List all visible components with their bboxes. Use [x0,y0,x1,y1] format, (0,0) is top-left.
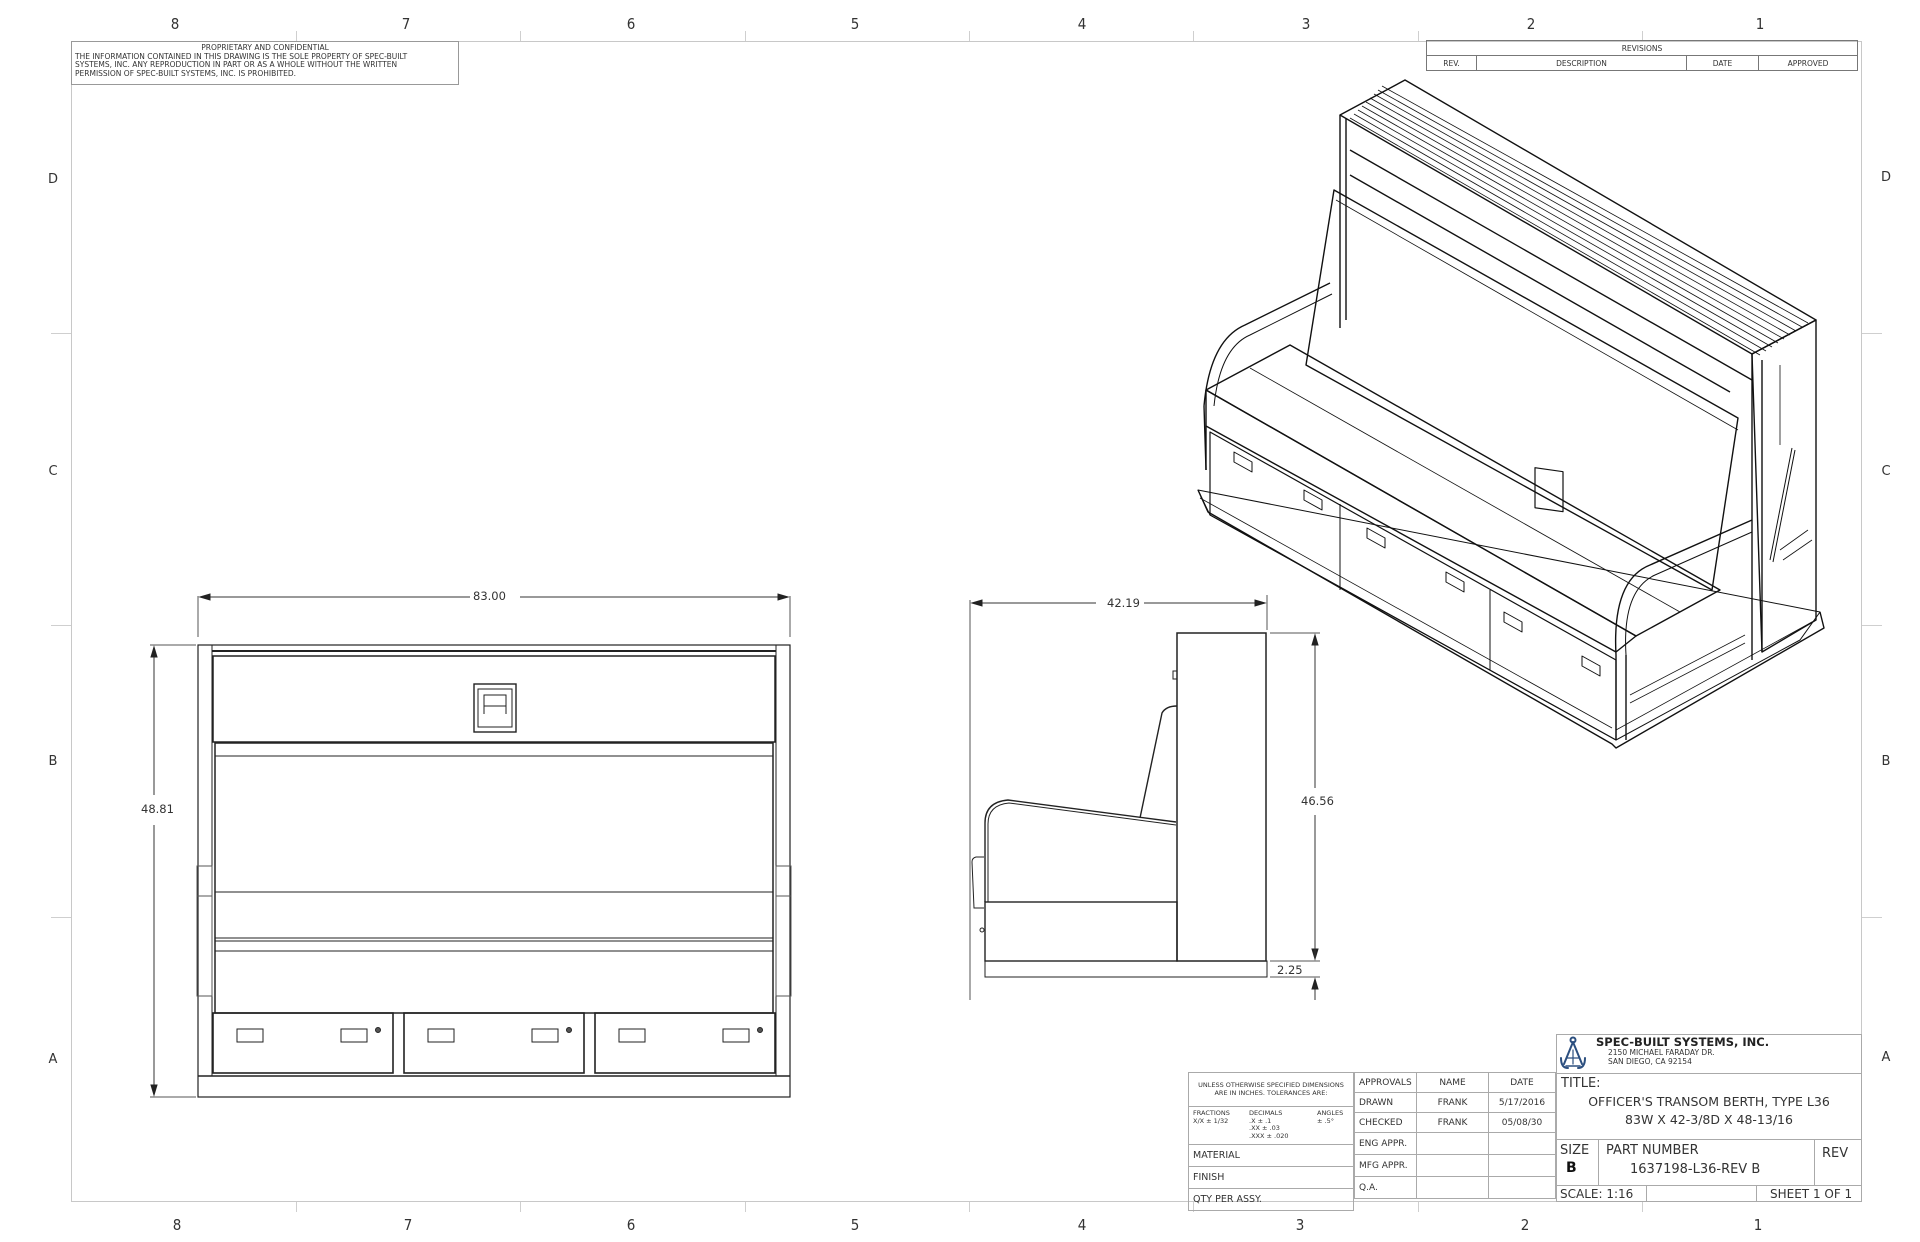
zone-col-6: 6 [626,15,636,33]
zone-row-b: B [48,754,58,769]
zone-row-c: C [48,464,58,479]
tolerance-angles: ANGLES ± .5° [1317,1109,1344,1125]
side-depth-dimension: 42.19 [1104,596,1143,610]
side-height-dimension: 46.56 [1298,794,1337,808]
approvals-date-header: DATE [1488,1072,1556,1093]
front-height-dimension: 48.81 [138,802,177,816]
size-value: B [1566,1160,1577,1176]
scale: SCALE: 1:16 [1560,1187,1634,1201]
zone-row-d: D [1880,170,1891,185]
tolerance-header-2: ARE IN INCHES. TOLERANCES ARE: [1214,1088,1328,1097]
approvals-name-header: NAME [1416,1072,1489,1093]
qty-per-assy-field: QTY PER ASSY. [1188,1188,1354,1211]
proprietary-line-1: THE INFORMATION CONTAINED IN THIS DRAWIN… [75,51,408,61]
approval-row-mfg: MFG APPR. [1354,1154,1556,1177]
title-label: TITLE: [1561,1076,1601,1091]
tolerance-fractions: FRACTIONS X/X ± 1/32 [1193,1109,1230,1125]
zone-col-8: 8 [172,1216,182,1234]
zone-col-4: 4 [1077,15,1087,33]
zone-row-a: A [1881,1050,1891,1065]
approval-row-drawn: DRAWN FRANK 5/17/2016 [1354,1092,1556,1113]
drawing-title: OFFICER'S TRANSOM BERTH, TYPE L36 [1588,1094,1830,1109]
approval-row-eng: ENG APPR. [1354,1132,1556,1155]
zone-col-3: 3 [1301,15,1311,33]
zone-col-1: 1 [1755,15,1765,33]
zone-row-c: C [1881,464,1891,479]
zone-col-4: 4 [1077,1216,1087,1234]
proprietary-title: PROPRIETARY AND CONFIDENTIAL [201,43,329,52]
part-number-label: PART NUMBER [1606,1143,1699,1158]
rev-col-rev: REV. [1426,55,1477,71]
zone-col-2: 2 [1520,1216,1530,1234]
material-field: MATERIAL [1188,1144,1354,1167]
approval-row-checked: CHECKED FRANK 05/08/30 [1354,1112,1556,1133]
proprietary-notice: PROPRIETARY AND CONFIDENTIAL THE INFORMA… [71,41,459,85]
zone-row-b: B [1881,754,1891,769]
approvals-table: APPROVALS NAME DATE DRAWN FRANK 5/17/201… [1354,1072,1556,1199]
drawing-subtitle: 83W X 42-3/8D X 48-13/16 [1625,1112,1793,1127]
rev-col-description: DESCRIPTION [1476,55,1687,71]
zone-col-3: 3 [1295,1216,1305,1234]
proprietary-line-2: SYSTEMS, INC. ANY REPRODUCTION IN PART O… [75,60,398,69]
drawing-border [71,41,1862,1202]
revisions-table: REVISIONS REV. DESCRIPTION DATE APPROVED [1426,40,1858,71]
zone-col-1: 1 [1753,1216,1763,1234]
zone-col-7: 7 [401,15,411,33]
zone-row-a: A [48,1052,58,1067]
zone-col-6: 6 [626,1216,636,1234]
part-number: 1637198-L36-REV B [1630,1162,1761,1177]
front-width-dimension: 83.00 [470,589,509,603]
rev-label: REV [1822,1146,1849,1161]
finish-field: FINISH [1188,1166,1354,1189]
rev-col-approved: APPROVED [1758,55,1858,71]
zone-col-5: 5 [850,15,860,33]
zone-col-5: 5 [850,1216,860,1234]
company-title-block [1556,1034,1862,1202]
tolerance-block: UNLESS OTHERWISE SPECIFIED DIMENSIONS AR… [1188,1072,1354,1211]
size-label: SIZE [1560,1143,1590,1158]
zone-row-d: D [47,172,58,187]
side-base-dimension: 2.25 [1277,963,1303,977]
company-name: SPEC-BUILT SYSTEMS, INC. [1596,1035,1770,1049]
tolerance-header-1: UNLESS OTHERWISE SPECIFIED DIMENSIONS [1198,1081,1344,1089]
approvals-header: APPROVALS [1354,1072,1417,1093]
zone-col-8: 8 [170,15,180,33]
proprietary-line-3: PERMISSION OF SPEC-BUILT SYSTEMS, INC. I… [75,68,296,78]
compass-logo-icon [1560,1036,1586,1069]
sheet-number: SHEET 1 OF 1 [1770,1187,1853,1201]
tolerance-decimals: DECIMALS .X ± .1 .XX ± .03 .XXX ± .020 [1249,1109,1289,1140]
company-address: 2150 MICHAEL FARADAY DR. SAN DIEGO, CA 9… [1608,1048,1715,1066]
zone-col-7: 7 [403,1216,413,1234]
zone-col-2: 2 [1526,15,1536,33]
approval-row-qa: Q.A. [1354,1176,1556,1199]
